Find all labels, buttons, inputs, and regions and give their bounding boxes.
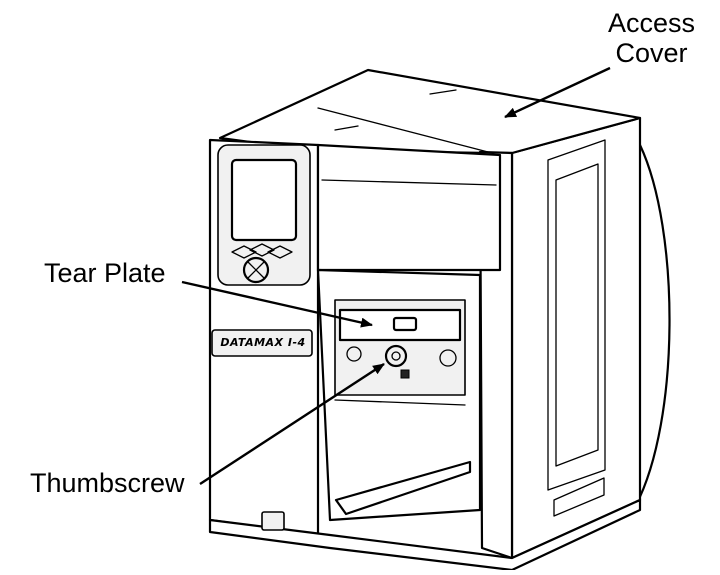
printer-base — [208, 498, 642, 572]
thumbscrew-arrow — [199, 362, 385, 486]
access-cover-arrow — [504, 66, 611, 119]
button-center[interactable] — [242, 256, 270, 284]
tear-plate-latch[interactable] — [392, 316, 418, 332]
tear-plate — [338, 308, 462, 342]
button-right[interactable] — [267, 245, 293, 259]
tear-plate-arrow — [181, 280, 373, 328]
thumbscrew[interactable] — [384, 344, 408, 368]
side-panel — [510, 116, 642, 560]
brand-plate — [211, 329, 313, 357]
brand-label: DATAMAX I-4 — [220, 336, 306, 349]
button-left[interactable] — [231, 245, 257, 259]
side-window — [547, 139, 606, 491]
access-cover-line1: Access — [608, 8, 696, 38]
thumbscrew-callout: Thumbscrew — [30, 468, 185, 498]
button-up[interactable] — [249, 243, 275, 257]
display-screen — [230, 158, 298, 242]
power-switch[interactable] — [261, 511, 285, 531]
access-cover-front — [316, 143, 502, 272]
access-cover-line2: Cover — [615, 38, 688, 68]
access-cover-callout: Access Cover — [608, 8, 695, 68]
media-roll-edge — [634, 143, 671, 507]
tear-plate-callout: Tear Plate — [44, 258, 166, 288]
media-guide — [334, 460, 472, 516]
